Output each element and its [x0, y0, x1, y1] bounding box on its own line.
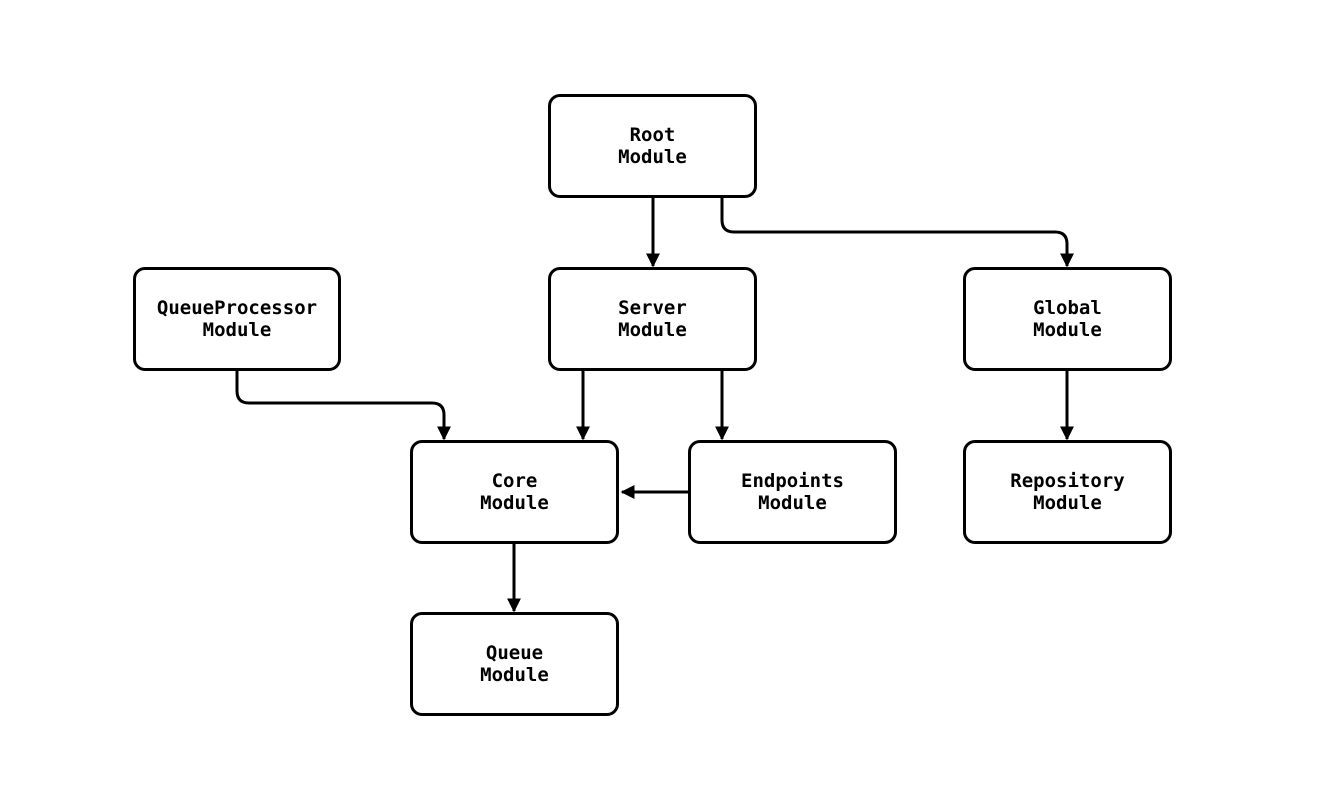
node-queueprocessor-module: QueueProcessor Module — [133, 267, 341, 371]
node-root-module: Root Module — [548, 94, 757, 198]
node-label: Root Module — [618, 124, 687, 168]
node-repository-module: Repository Module — [963, 440, 1172, 544]
node-label: QueueProcessor Module — [156, 297, 318, 341]
node-label: Queue Module — [480, 642, 549, 686]
node-label: Core Module — [480, 470, 549, 514]
node-server-module: Server Module — [548, 267, 757, 371]
node-endpoints-module: Endpoints Module — [688, 440, 897, 544]
edge-root-to-global — [720, 198, 1074, 268]
node-label: Server Module — [618, 297, 687, 341]
edge-queueprocessor-to-core — [235, 371, 451, 441]
node-label: Repository Module — [1010, 470, 1125, 514]
node-label: Global Module — [1033, 297, 1102, 341]
node-core-module: Core Module — [410, 440, 619, 544]
node-queue-module: Queue Module — [410, 612, 619, 716]
node-label: Endpoints Module — [741, 470, 844, 514]
node-global-module: Global Module — [963, 267, 1172, 371]
